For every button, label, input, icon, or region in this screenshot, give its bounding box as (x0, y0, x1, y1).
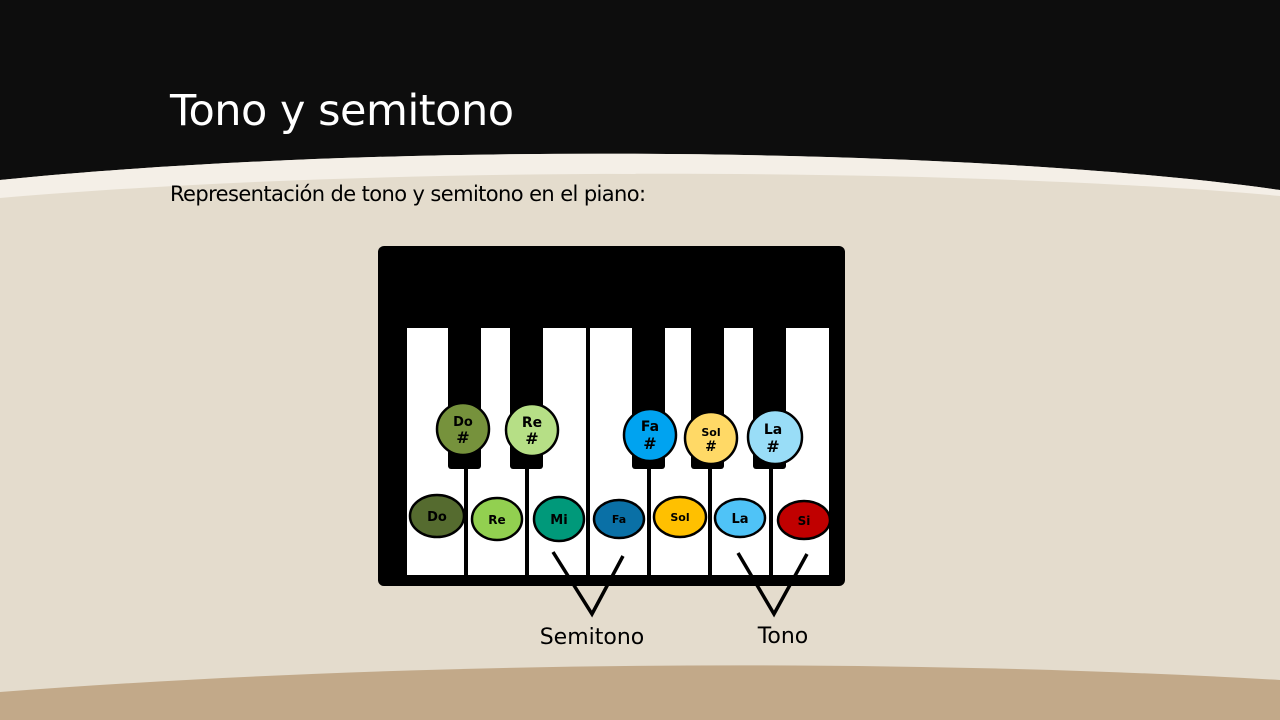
note-circle (776, 499, 832, 541)
sharp-circle (683, 410, 739, 466)
sharp-re: Re # (504, 402, 560, 458)
note-circle (408, 493, 466, 539)
note-label: Mi (550, 513, 567, 528)
note-sol: Sol (652, 495, 708, 539)
sharp-label: La (764, 422, 782, 438)
sharp-symbol: # (525, 429, 538, 448)
note-si: Si (776, 499, 832, 541)
note-label: Si (798, 514, 811, 528)
accent-band (0, 153, 1280, 198)
sharp-circle (622, 407, 678, 463)
sharp-fa: Fa # (622, 407, 678, 463)
note-re: Re (470, 496, 524, 542)
footer-band (0, 665, 1280, 720)
note-circle (713, 497, 767, 539)
note-mi: Mi (532, 495, 586, 543)
note-circle (470, 496, 524, 542)
note-fa: Fa (592, 498, 646, 540)
sharp-symbol: # (705, 439, 717, 455)
note-label: La (731, 512, 748, 527)
note-la: La (713, 497, 767, 539)
sharp-label: Fa (641, 419, 659, 435)
sharp-circle (435, 401, 491, 457)
page-subtitle: Representación de tono y semitono en el … (170, 182, 646, 206)
note-circle (652, 495, 708, 539)
note-label: Do (427, 510, 447, 525)
sharp-circle (504, 402, 560, 458)
sharp-symbol: # (643, 434, 656, 453)
sharp-la: La # (746, 408, 804, 466)
sharp-symbol: # (766, 437, 779, 456)
sharp-sol: Sol # (683, 410, 739, 466)
note-label: Sol (670, 511, 689, 524)
sharp-label: Re (522, 415, 542, 431)
note-circle (532, 495, 586, 543)
note-label: Fa (612, 513, 626, 526)
note-label: Re (488, 513, 505, 527)
sharp-do: Do # (435, 401, 491, 457)
sharp-circle (746, 408, 804, 466)
sharp-symbol: # (456, 428, 469, 447)
page-title: Tono y semitono (170, 86, 514, 136)
piano-diagram: Do Re Mi Fa Sol La Si Do # (378, 246, 845, 586)
sharp-label: Do (453, 415, 473, 430)
header-band (0, 0, 1280, 190)
note-circle (592, 498, 646, 540)
sharp-label: Sol (701, 426, 720, 439)
note-do: Do (408, 493, 466, 539)
